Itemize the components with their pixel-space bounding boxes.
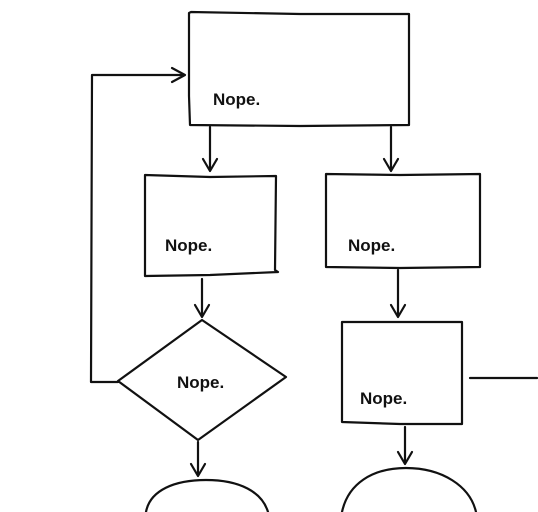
node-bottom-right-terminal <box>340 466 478 512</box>
node-right-box <box>324 172 482 270</box>
edge-decision-to-terminal <box>189 440 207 478</box>
label-left-box: Nope. <box>165 236 212 255</box>
label-top-box: Nope. <box>213 90 260 109</box>
edge-right-to-lower-right <box>389 268 407 319</box>
node-left-box <box>143 173 280 278</box>
edge-lower-right-to-terminal <box>396 425 414 466</box>
node-bottom-left-terminal <box>144 478 270 512</box>
edge-top-to-left <box>201 125 219 173</box>
node-decision-diamond <box>116 318 288 442</box>
node-top-box <box>187 10 411 128</box>
node-lower-right-box <box>340 320 464 426</box>
edge-top-to-right <box>382 125 400 173</box>
edge-loop-back <box>89 66 187 384</box>
edge-left-to-decision <box>193 277 211 319</box>
label-lower-right-box: Nope. <box>360 389 407 408</box>
label-right-box: Nope. <box>348 236 395 255</box>
label-decision: Nope. <box>177 373 224 392</box>
